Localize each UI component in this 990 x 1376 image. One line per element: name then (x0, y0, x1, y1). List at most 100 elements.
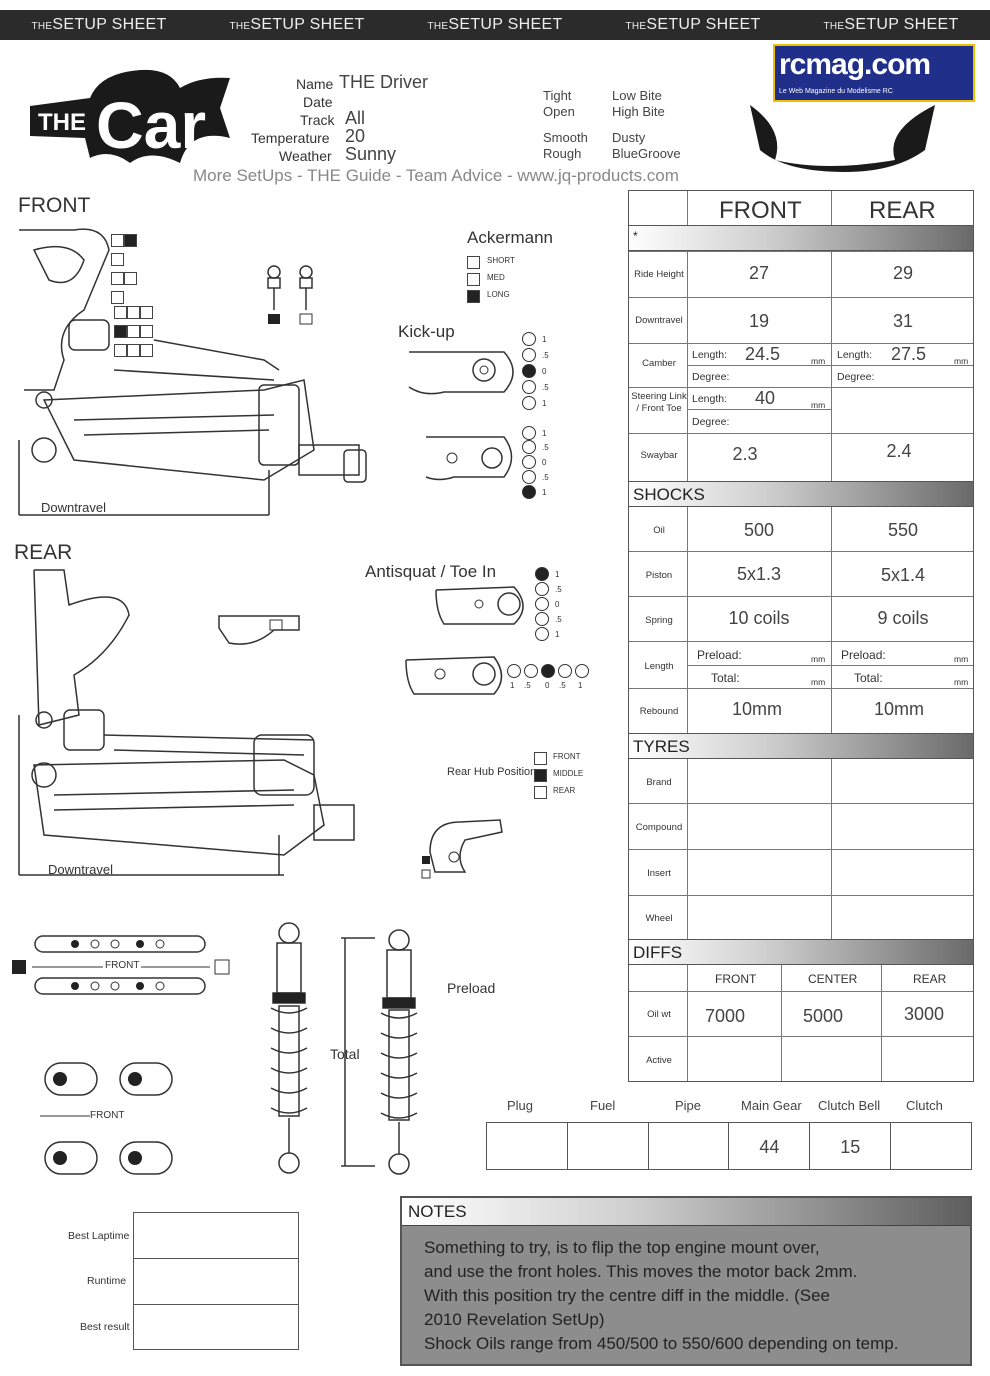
rebound-front[interactable]: 10mm (731, 699, 782, 719)
kickup-selector-1[interactable]: 1 .5 0 .5 1 (522, 332, 562, 412)
oil-front[interactable]: 500 (743, 520, 775, 540)
pipe-cell[interactable] (649, 1123, 730, 1169)
piston-label: Piston (645, 570, 673, 581)
spring-rear[interactable]: 9 coils (877, 608, 929, 628)
antisquat-selector[interactable]: 1 .5 0 .5 1 (535, 567, 575, 647)
svg-text:Car: Car (96, 88, 206, 162)
ackermann-short[interactable]: SHORT (467, 252, 515, 271)
engine-headers: Plug Fuel Pipe Main Gear Clutch Bell Clu… (486, 1098, 972, 1116)
brand-label: Brand (646, 777, 672, 788)
diff-oil-front[interactable]: 7000 (705, 1006, 746, 1026)
cond-open[interactable]: Open (543, 104, 575, 119)
hub-rear[interactable]: REAR (534, 782, 575, 801)
ackermann-long[interactable]: LONG (467, 286, 510, 305)
banner-item: THESETUP SHEET (625, 16, 761, 33)
preload-label: Preload (447, 980, 496, 996)
cond-smooth[interactable]: Smooth (543, 130, 588, 145)
diff-center-header: CENTER (808, 972, 858, 986)
front-title: FRONT (18, 194, 91, 217)
antisquat-title: Antisquat / Toe In (365, 562, 497, 581)
temperature-label: Temperature (251, 130, 330, 146)
name-value[interactable]: THE Driver (339, 72, 428, 92)
notes-line: and use the front holes. This moves the … (424, 1262, 858, 1281)
piston-rear[interactable]: 5x1.4 (880, 565, 926, 585)
temperature-value[interactable]: 20 (345, 126, 366, 146)
ackermann-med[interactable]: MED (467, 269, 505, 288)
ackermann-title: Ackermann (467, 228, 553, 247)
hub-front[interactable]: FRONT (534, 748, 581, 767)
camber-length-label-front: Length: (692, 349, 728, 361)
clutch-cell[interactable] (891, 1123, 971, 1169)
cond-bluegroove[interactable]: BlueGroove (612, 146, 681, 161)
rear-column-header: REAR (869, 197, 936, 224)
swaybar-front[interactable]: 2.3 (732, 444, 758, 464)
ballstud-drawing (267, 265, 313, 325)
downtravel-rear[interactable]: 31 (892, 311, 914, 331)
oil-rear[interactable]: 550 (887, 520, 919, 540)
jq-logo (750, 105, 935, 172)
kickup-drawing (408, 351, 514, 395)
fuel-header: Fuel (590, 1098, 616, 1113)
rear-title: REAR (14, 541, 73, 564)
steering-length-front[interactable]: 40 (755, 388, 776, 408)
diff-rear-header: REAR (913, 972, 947, 986)
mm-unit: mm (811, 677, 826, 687)
diff-oil-rear[interactable]: 3000 (904, 1004, 945, 1024)
weather-value[interactable]: Sunny (345, 144, 397, 164)
front-hole-grid-2[interactable] (114, 302, 156, 359)
camber-length-rear[interactable]: 27.5 (891, 344, 927, 364)
runtime-label: Runtime (87, 1275, 127, 1287)
piston-front[interactable]: 5x1.3 (736, 564, 782, 584)
tyres-header: TYRES (629, 733, 973, 759)
cond-high-bite[interactable]: High Bite (612, 104, 665, 119)
kickup-selector-2[interactable]: 1 .5 0 .5 1 (522, 426, 562, 506)
plug-header: Plug (507, 1098, 534, 1113)
front-arrow-label: FRONT (103, 960, 142, 971)
total-label-rear: Total: (854, 671, 883, 685)
rebound-rear[interactable]: 10mm (873, 699, 924, 719)
notes-line: Something to try, is to flip the top eng… (424, 1238, 820, 1257)
cond-rough[interactable]: Rough (543, 146, 582, 161)
the-car-logo: THE Car (30, 69, 230, 163)
plug-cell[interactable] (487, 1123, 568, 1169)
compound-label: Compound (635, 822, 683, 833)
mm-unit: mm (954, 356, 969, 366)
engine-mount-drawing (40, 1062, 173, 1175)
wheel-label: Wheel (645, 913, 673, 924)
toein-selector[interactable]: 1 .5 0 .5 1 (507, 664, 589, 692)
swaybar-rear[interactable]: 2.4 (886, 441, 912, 461)
clutch-bell-cell[interactable]: 15 (810, 1123, 892, 1169)
track-label: Track (300, 112, 335, 128)
rcmag-title: rcmag.com (779, 48, 931, 81)
diff-oil-center[interactable]: 5000 (803, 1006, 844, 1026)
spring-front[interactable]: 10 coils (728, 608, 790, 628)
main-gear-header: Main Gear (741, 1098, 802, 1113)
total-label: Total (330, 1046, 360, 1062)
antisquat-drawing (435, 586, 524, 625)
downtravel-front[interactable]: 19 (748, 311, 770, 331)
diff-front-header: FRONT (715, 972, 757, 986)
swaybar-label: Swaybar (640, 450, 678, 461)
mm-unit: mm (954, 654, 969, 664)
camber-degree-label-front: Degree: (692, 371, 730, 383)
cond-dusty[interactable]: Dusty (612, 130, 646, 145)
hub-middle[interactable]: MIDDLE (534, 765, 583, 784)
notes-line: Shock Oils range from 450/500 to 550/600… (424, 1334, 899, 1353)
fuel-cell[interactable] (568, 1123, 649, 1169)
engine-row: 44 15 (486, 1122, 972, 1170)
rcmag-tagline: Le Web Magazine du Modelisme RC (779, 88, 893, 95)
date-label: Date (303, 94, 333, 110)
camber-length-label-rear: Length: (837, 349, 873, 361)
insert-label: Insert (647, 868, 671, 879)
ride-height-front[interactable]: 27 (748, 263, 770, 283)
cond-low-bite[interactable]: Low Bite (612, 88, 662, 103)
camber-length-front[interactable]: 24.5 (745, 344, 781, 364)
mm-unit: mm (811, 654, 826, 664)
ride-height-rear[interactable]: 29 (892, 263, 914, 283)
cond-tight[interactable]: Tight (543, 88, 572, 103)
track-value[interactable]: All (345, 108, 366, 128)
banner-item: THESETUP SHEET (229, 16, 365, 33)
main-gear-cell[interactable]: 44 (729, 1123, 811, 1169)
front-hole-grid[interactable] (111, 230, 139, 306)
clutch-header: Clutch (906, 1098, 943, 1113)
